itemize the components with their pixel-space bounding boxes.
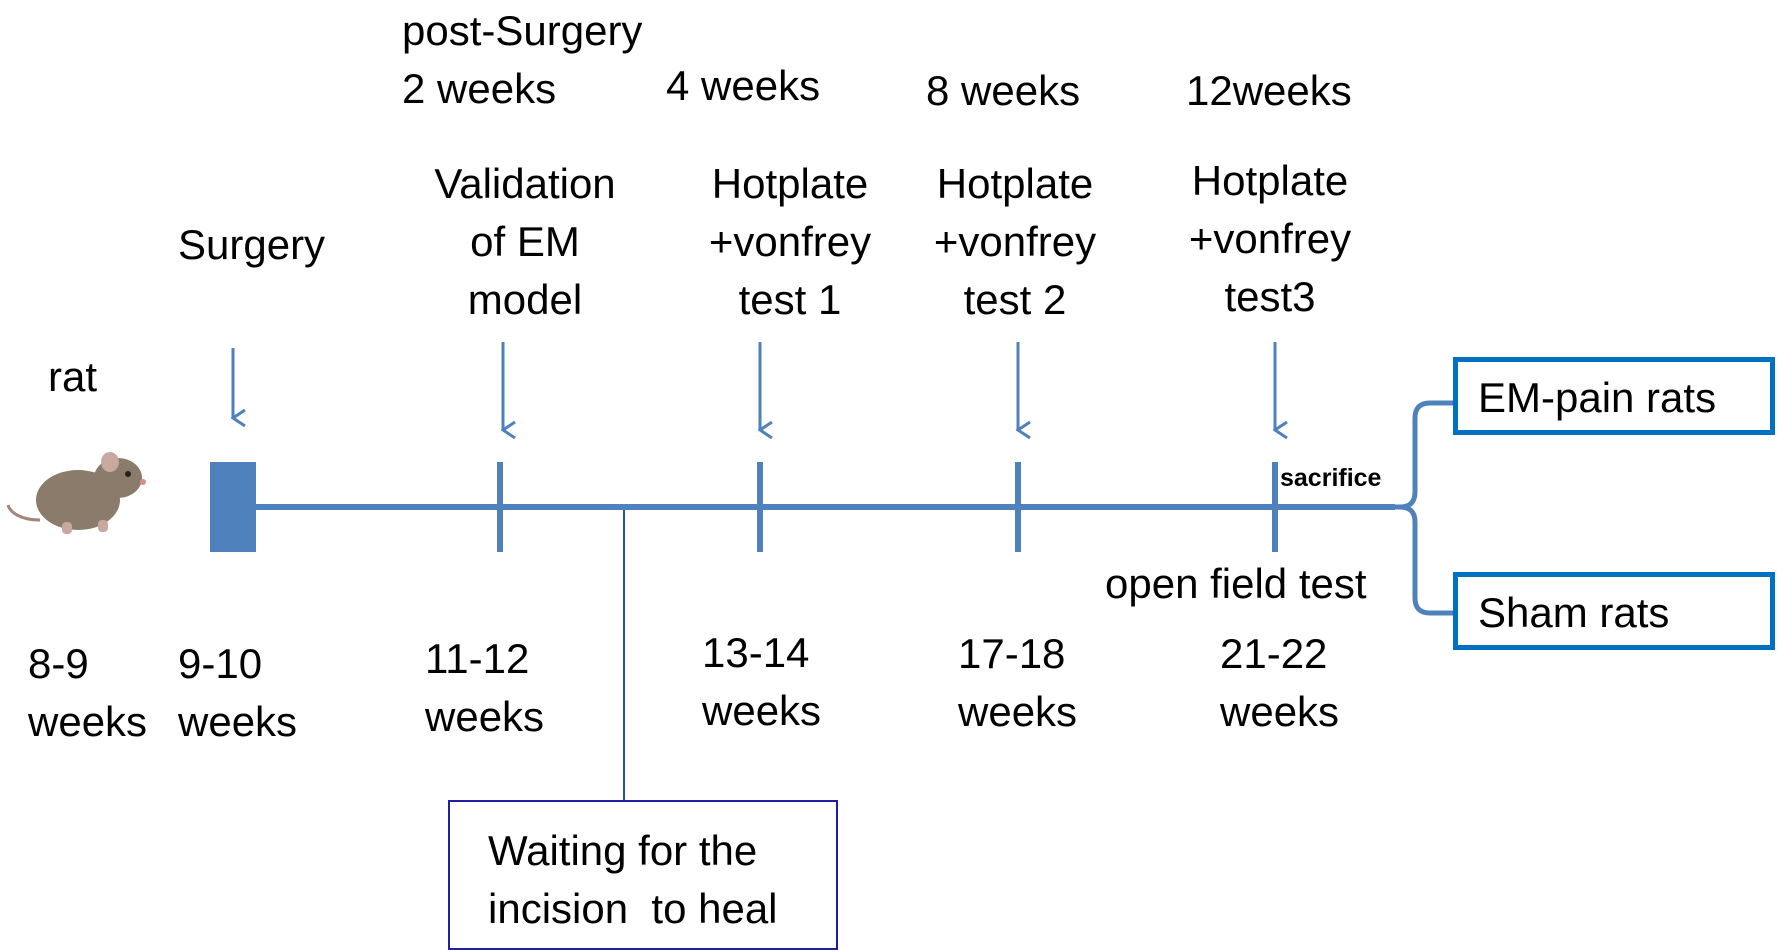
event-surgery: Surgery xyxy=(178,221,326,268)
duration-2-weeks: 2 weeks xyxy=(402,65,557,112)
age-17-18-value: 17-18 xyxy=(958,630,1066,677)
age-9-10-weeks: 9-10 weeks xyxy=(178,635,297,751)
event-test2-line-2: +vonfrey xyxy=(933,218,1097,265)
age-8-9-weeks: 8-9 weeks xyxy=(28,635,147,751)
event-test2-line-3: test 2 xyxy=(963,276,1067,323)
age-17-18-unit: weeks xyxy=(958,688,1078,735)
duration-4-weeks: 4 weeks xyxy=(666,62,821,109)
event-validation: Validation of EM model xyxy=(410,155,640,329)
event-test3-line-2: +vonfrey xyxy=(1188,215,1352,262)
event-test2: Hotplate +vonfrey test 2 xyxy=(905,155,1125,329)
rat-icon xyxy=(6,452,146,534)
age-17-18-weeks: 17-18 weeks xyxy=(958,625,1077,741)
duration-12-weeks: 12weeks xyxy=(1186,67,1352,114)
event-test3-line-1: Hotplate xyxy=(1191,157,1349,204)
group-box-em-pain: EM-pain rats xyxy=(1453,357,1775,435)
timeline-start-block xyxy=(210,462,256,552)
age-8-9-value: 8-9 xyxy=(28,640,89,687)
waiting-note-line-1: Waiting for the xyxy=(488,827,758,874)
age-13-14-value: 13-14 xyxy=(702,629,810,676)
subject-label: rat xyxy=(48,353,98,400)
group-box-sham: Sham rats xyxy=(1453,572,1775,650)
group-label-em-pain: EM-pain rats xyxy=(1478,374,1717,421)
group-split-bracket xyxy=(1385,400,1455,616)
event-test3: Hotplate +vonfrey test3 xyxy=(1160,152,1380,326)
event-validation-line-2: of EM xyxy=(470,218,580,265)
age-9-10-value: 9-10 xyxy=(178,640,263,687)
waiting-note-box: Waiting for the incision to heal xyxy=(448,800,838,950)
event-test1-line-3: test 1 xyxy=(738,276,842,323)
event-test3-line-3: test3 xyxy=(1224,273,1316,320)
age-13-14-weeks: 13-14 weeks xyxy=(702,624,821,740)
age-21-22-unit: weeks xyxy=(1220,688,1340,735)
open-field-label: open field test xyxy=(1105,560,1367,607)
post-surgery-label: post-Surgery xyxy=(402,7,643,54)
age-11-12-unit: weeks xyxy=(425,693,545,740)
sacrifice-label: sacrifice xyxy=(1280,464,1382,492)
group-label-sham: Sham rats xyxy=(1478,589,1670,636)
event-test1-line-2: +vonfrey xyxy=(708,218,872,265)
age-21-22-value: 21-22 xyxy=(1220,630,1328,677)
age-11-12-value: 11-12 xyxy=(425,635,530,682)
duration-8-weeks: 8 weeks xyxy=(926,67,1081,114)
event-validation-line-3: model xyxy=(467,276,583,323)
age-21-22-weeks: 21-22 weeks xyxy=(1220,625,1339,741)
event-test1: Hotplate +vonfrey test 1 xyxy=(680,155,900,329)
event-test1-line-1: Hotplate xyxy=(711,160,869,207)
event-test2-line-1: Hotplate xyxy=(936,160,1094,207)
age-11-12-weeks: 11-12 weeks xyxy=(425,630,544,746)
event-validation-line-1: Validation xyxy=(434,160,616,207)
age-8-9-unit: weeks xyxy=(28,698,148,745)
waiting-note-line-2: incision to heal xyxy=(488,885,778,932)
age-9-10-unit: weeks xyxy=(178,698,298,745)
age-13-14-unit: weeks xyxy=(702,687,822,734)
